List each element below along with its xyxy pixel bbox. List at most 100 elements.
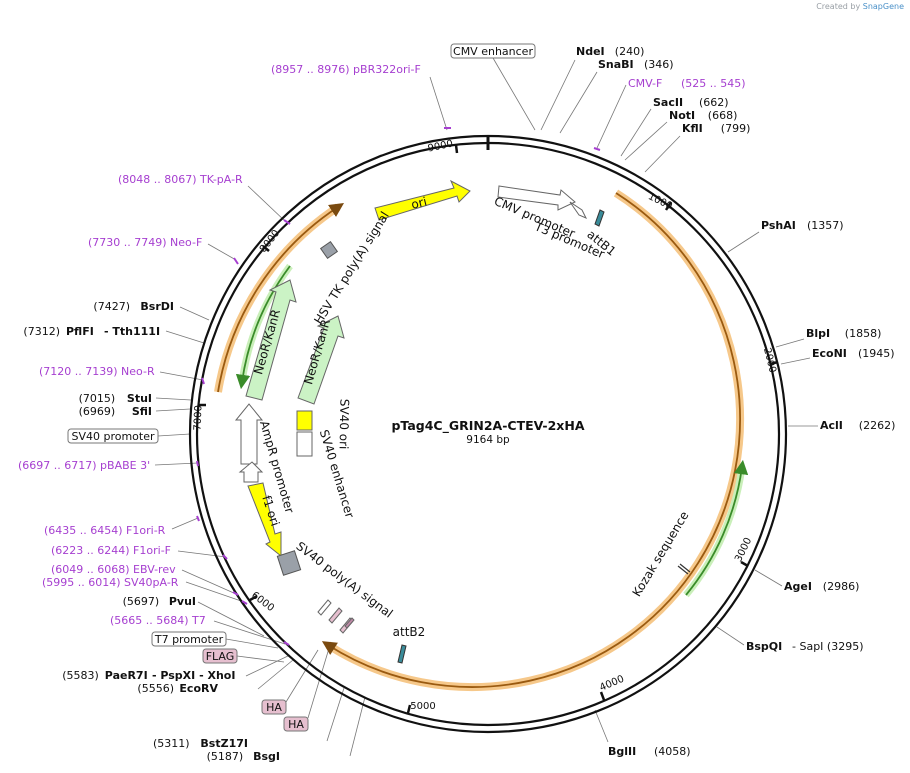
- scale-tick-label: 7000: [193, 405, 205, 431]
- primer-label: (8048 .. 8067) TK-pA-R: [118, 173, 243, 186]
- sv40-polya-box: [276, 550, 302, 576]
- leader-line: [620, 108, 652, 157]
- leader-line: [171, 517, 199, 530]
- site-name: PflFI: [66, 325, 94, 338]
- site-name-extra: - PspXI - XhoI: [152, 669, 235, 682]
- restriction-site: SnaBI(346): [598, 58, 674, 71]
- site-position: (5583): [62, 669, 99, 682]
- scale-tick-label: 5000: [410, 701, 435, 712]
- restriction-site: AclI(2262): [820, 419, 895, 432]
- hsv-tk-box: [319, 240, 339, 260]
- site-position: (5697): [123, 595, 160, 608]
- primer-label: (7120 .. 7139) Neo-R: [39, 365, 155, 378]
- site-position: (7015): [79, 392, 116, 405]
- site-name: BspQI: [746, 640, 782, 653]
- f1-ori-arrow: [247, 482, 282, 558]
- restriction-site: (7427)BsrDI: [93, 300, 174, 313]
- restriction-site: (7015) StuI: [79, 392, 152, 405]
- feature-label: attB2: [393, 625, 426, 639]
- site-name: BlpI: [806, 327, 830, 340]
- primer-label: (7730 .. 7749) Neo-F: [88, 236, 202, 249]
- site-name: SacII: [653, 96, 683, 109]
- leader-line: [644, 135, 681, 173]
- leader-line: [594, 709, 609, 743]
- leader-line: [492, 57, 536, 131]
- t3-promoter-arrow: [569, 201, 588, 219]
- site-position: (7312): [23, 325, 60, 338]
- plasmid-size: 9164 bp: [466, 434, 510, 446]
- site-name: KflI: [682, 122, 703, 135]
- restriction-site: PshAI(1357): [761, 219, 844, 232]
- restriction-site: (5187)BsgI: [207, 750, 280, 763]
- primer-label: (6223 .. 6244) F1ori-F: [51, 544, 171, 557]
- site-position: (240): [615, 45, 645, 58]
- sv40-ori-box: [296, 410, 313, 431]
- scale-tick-label: 1000: [646, 191, 674, 212]
- restriction-site: NotI(668): [669, 109, 737, 122]
- primer-label: CMV-F: [628, 77, 662, 90]
- feature-label: SV40 poly(A) signal: [293, 539, 395, 621]
- neor-kanr-arrow-left: [245, 279, 297, 401]
- leader-line: [257, 659, 294, 690]
- site-position: (6969): [79, 405, 116, 418]
- feature-label-text: SV40 promoter: [71, 430, 155, 443]
- site-name: EcoRV: [179, 682, 218, 695]
- leader-line: [185, 581, 245, 603]
- site-name: BstZ17I: [200, 737, 248, 750]
- restriction-site: (5583)PaeR7I- PspXI - XhoI: [62, 669, 235, 682]
- restriction-site: BspQI - SapI (3295): [746, 640, 864, 653]
- restriction-site: BglII(4058): [608, 745, 691, 758]
- primer-label: (525 .. 545): [681, 77, 746, 90]
- leader-line: [596, 84, 627, 149]
- leader-line: [165, 330, 205, 344]
- site-name: StuI: [127, 392, 152, 405]
- site-position: (1357): [807, 219, 844, 232]
- site-name: BsrDI: [140, 300, 174, 313]
- restriction-site-labels: NdeI (240)SnaBI(346) SacII (662)NotI(668)Kf…: [23, 45, 895, 763]
- site-position: (5311): [153, 737, 190, 750]
- restriction-site: EcoNI (1945): [812, 347, 895, 360]
- site-position: (1858): [845, 327, 882, 340]
- leader-line: [225, 638, 279, 649]
- scale-tick-label: 4000: [598, 674, 626, 694]
- feature-label: HSV TK poly(A) signal: [311, 209, 392, 327]
- plasmid-name: pTag4C_GRIN2A-CTEV-2xHA: [391, 418, 584, 434]
- leader-line: [285, 649, 319, 703]
- leader-lines: [154, 57, 818, 757]
- feature-label-text: CMV enhancer: [453, 45, 533, 58]
- leader-line: [326, 687, 345, 742]
- scale-ticks: [198, 144, 779, 714]
- site-position: (2986): [823, 580, 860, 593]
- restriction-site: (5311) BstZ17I: [153, 737, 248, 750]
- site-name: SfiI: [132, 405, 152, 418]
- green-feature-arcs: [235, 263, 749, 598]
- site-position: (1945): [858, 347, 895, 360]
- leader-line: [727, 231, 760, 253]
- primer-label: (6049 .. 6068) EBV-rev: [51, 563, 176, 576]
- leader-line: [155, 397, 192, 401]
- site-position: (5556): [137, 682, 174, 695]
- leader-line: [197, 601, 265, 637]
- leader-line: [624, 121, 668, 161]
- site-position: - SapI (3295): [792, 640, 864, 653]
- leader-line: [155, 408, 191, 412]
- site-position: (346): [644, 58, 674, 71]
- leader-line: [236, 655, 285, 663]
- site-position: (662): [699, 96, 729, 109]
- sv40-enhancer-box: [296, 431, 313, 457]
- feature-label-box: [202, 648, 238, 664]
- feature-label-box: [67, 428, 159, 444]
- leader-line: [157, 433, 191, 437]
- restriction-site: (6969) SfiI: [79, 405, 152, 418]
- site-name: NdeI: [576, 45, 605, 58]
- tag-arrows: [317, 599, 355, 634]
- feature-label-box: [283, 716, 309, 732]
- site-position: (668): [708, 109, 738, 122]
- cds-arcs: [214, 189, 744, 691]
- leader-line: [179, 306, 210, 321]
- site-name: EcoNI: [812, 347, 847, 360]
- leader-line: [349, 696, 366, 757]
- snapgene-credit: Created by SnapGene: [816, 2, 904, 11]
- restriction-site: (7312)PflFI- Tth111I: [23, 325, 160, 338]
